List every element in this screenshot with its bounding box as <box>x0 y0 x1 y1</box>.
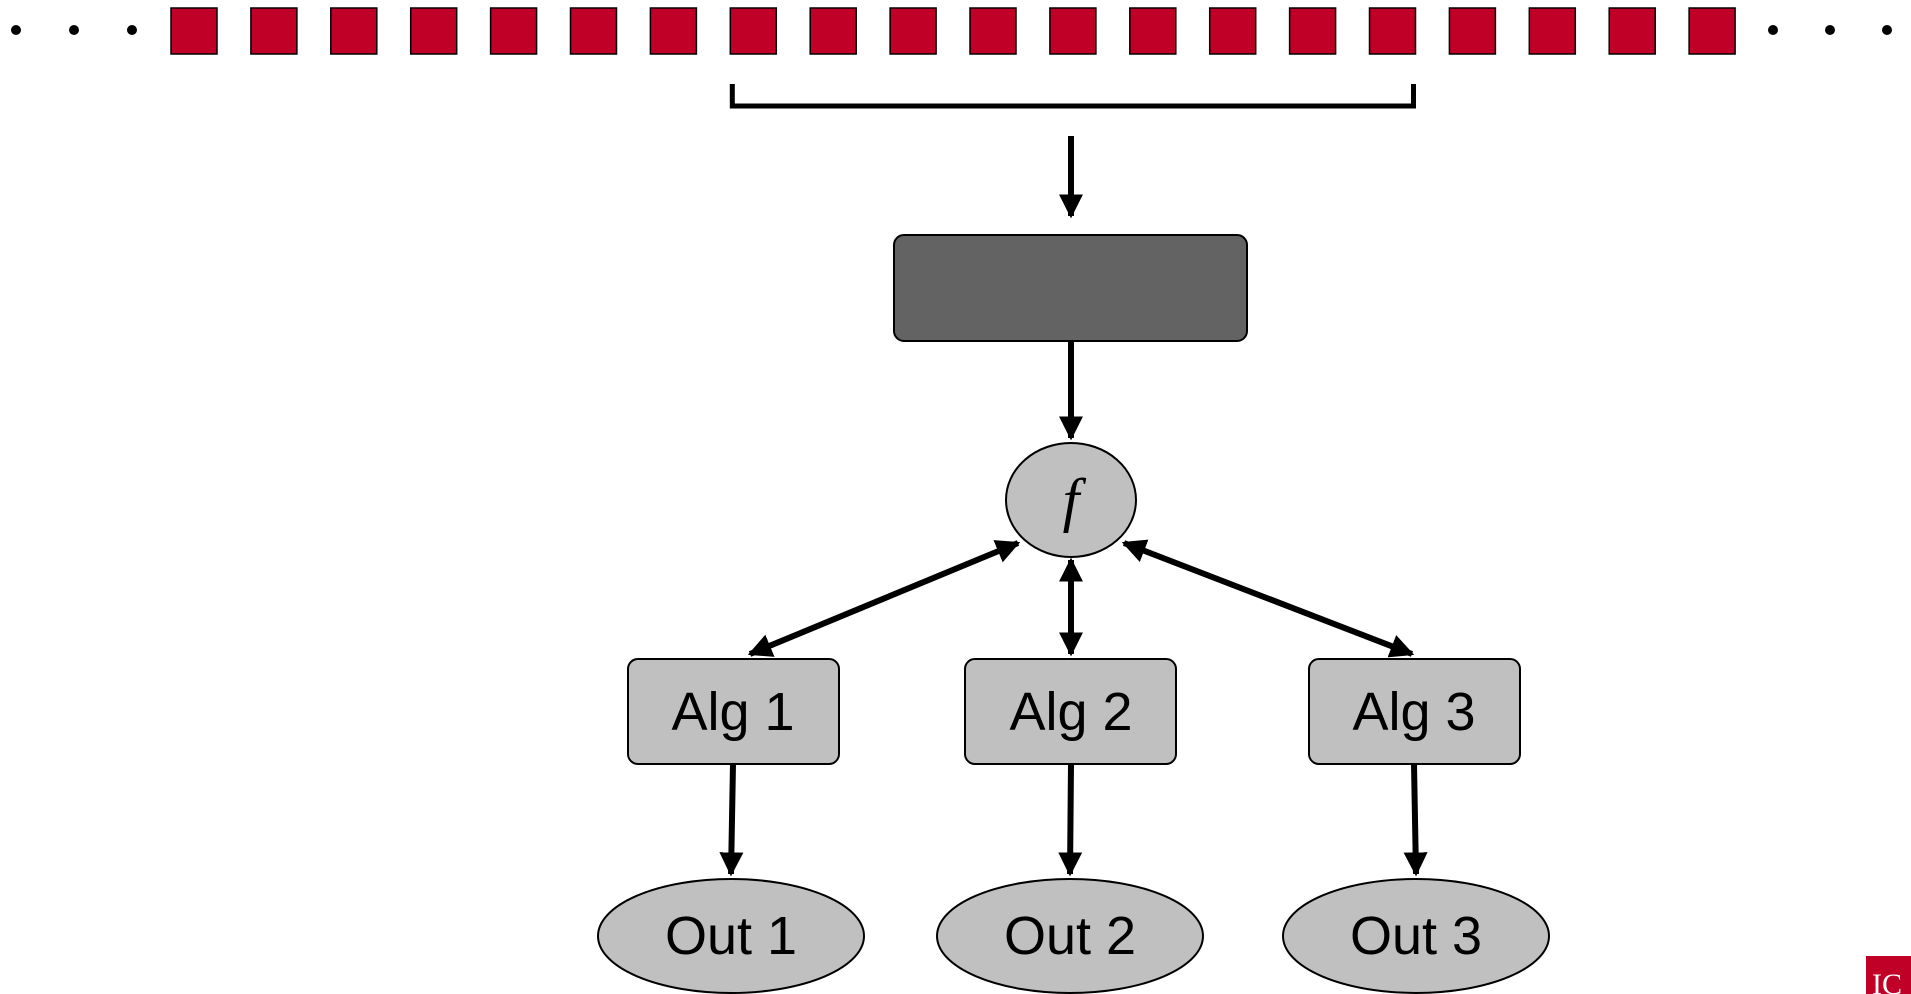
logo-text: IC <box>1872 968 1902 994</box>
ellipsis-dot <box>11 25 21 35</box>
ellipsis-dot <box>1825 25 1835 35</box>
data-square <box>250 7 298 55</box>
data-square <box>170 7 218 55</box>
data-square <box>1688 7 1736 55</box>
out-node-2: Out 2 <box>936 878 1204 994</box>
out-label: Out 3 <box>1350 906 1482 966</box>
arrow-alg1-out1 <box>719 763 744 877</box>
data-square <box>489 7 538 55</box>
data-square <box>569 7 618 55</box>
data-square <box>889 7 937 55</box>
alg-label: Alg 1 <box>671 682 794 742</box>
out-label: Out 1 <box>665 906 797 966</box>
alg-label: Alg 2 <box>1009 682 1132 742</box>
alg-label: Alg 3 <box>1352 682 1475 742</box>
alg-node-3: Alg 3 <box>1308 658 1521 765</box>
data-square <box>649 7 698 55</box>
ellipsis-dot <box>1882 25 1892 35</box>
ellipsis-dot <box>127 25 137 35</box>
logo-icon: IC <box>1866 956 1911 994</box>
data-square <box>809 7 857 55</box>
arrow-function-alg1 <box>747 540 1021 657</box>
alg-node-1: Alg 1 <box>627 658 840 765</box>
function-node: f <box>1005 442 1137 558</box>
data-square <box>1288 7 1337 55</box>
data-square <box>1528 7 1577 55</box>
data-square <box>729 7 778 55</box>
data-stream <box>170 7 1736 55</box>
data-square <box>1208 7 1257 55</box>
leading-ellipsis <box>11 25 137 35</box>
data-square <box>1368 7 1417 55</box>
ellipsis-dot <box>1768 25 1778 35</box>
alg-node-2: Alg 2 <box>964 658 1177 765</box>
arrow-alg3-out3 <box>1403 763 1428 877</box>
data-square <box>1608 7 1656 55</box>
window-bracket <box>729 84 1416 109</box>
data-square <box>330 7 378 55</box>
trailing-ellipsis <box>1768 25 1892 35</box>
data-square <box>1448 7 1497 55</box>
ellipsis-dot <box>69 25 79 35</box>
data-square <box>409 7 458 55</box>
data-square <box>1129 7 1177 55</box>
arrow-alg2-out2 <box>1058 763 1083 877</box>
out-node-1: Out 1 <box>597 878 865 994</box>
out-node-3: Out 3 <box>1282 878 1550 994</box>
out-label: Out 2 <box>1004 906 1136 966</box>
data-square <box>969 7 1017 55</box>
data-square <box>1049 7 1097 55</box>
arrow-function-alg3 <box>1121 539 1415 658</box>
processing-box <box>893 234 1248 342</box>
